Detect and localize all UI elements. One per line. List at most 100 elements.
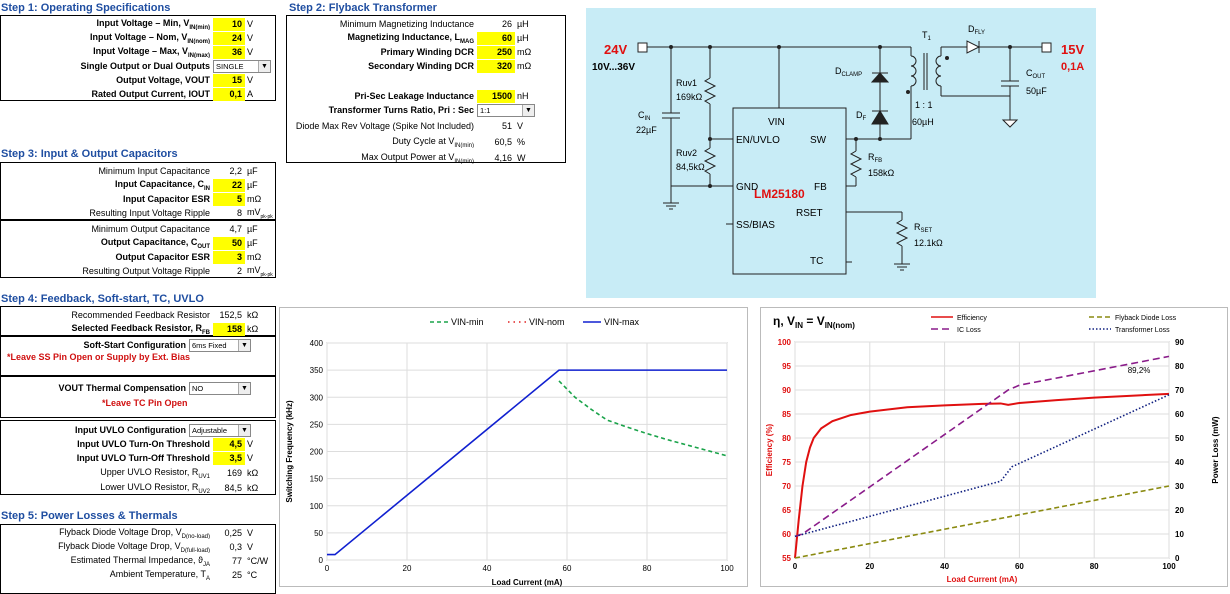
step1-label: Rated Output Current, IOUT xyxy=(91,89,211,99)
x-tick-label: 60 xyxy=(563,564,572,573)
rec-fb-value: 152,5 xyxy=(219,309,242,320)
step1-unit: V xyxy=(247,19,254,29)
step1-select[interactable]: SINGLE▼ xyxy=(213,59,271,73)
step1-value[interactable]: 24 xyxy=(213,31,245,45)
step3-label: Resulting Input Voltage Ripple xyxy=(89,208,210,218)
step2-label: Transformer Turns Ratio, Pri : Sec xyxy=(328,105,474,115)
ruv1-value: 169 xyxy=(226,467,242,478)
step5-label: Estimated Thermal Impedance, ϑJA xyxy=(70,554,210,568)
legend-label: Efficiency xyxy=(957,315,987,322)
tc-select[interactable]: NO▼ xyxy=(189,381,251,395)
uvlo-cfg-select[interactable]: Adjustable▼ xyxy=(189,423,251,437)
y2-tick-label: 60 xyxy=(1175,410,1184,419)
dclamp-label: DCLAMP xyxy=(835,66,862,78)
iout-label: 0,1A xyxy=(1061,61,1084,73)
y2-tick-label: 10 xyxy=(1175,530,1184,539)
step4-softstart-box: Soft-Start Configuration 6ms Fixed▼ *Lea… xyxy=(0,336,276,376)
step2-label: Max Output Power at VIN(min) xyxy=(361,151,474,165)
y-tick-label: 250 xyxy=(310,420,324,429)
ruv1-label: Ruv1 xyxy=(676,78,697,88)
step3-label: Output Capacitor ESR xyxy=(115,252,210,262)
step3-label: Minimum Input Capacitance xyxy=(98,166,210,176)
step1-label: Output Voltage, VOUT xyxy=(116,75,210,85)
step3-value[interactable]: 3 xyxy=(213,250,245,264)
step4-tc-box: VOUT Thermal Compensation NO▼ *Leave TC … xyxy=(0,376,276,418)
legend-label: Flyback Diode Loss xyxy=(1115,315,1177,322)
ruv1-label: Upper UVLO Resistor, RUV1 xyxy=(100,466,210,480)
step5-value: 77 xyxy=(231,555,242,566)
x-tick-label: 40 xyxy=(940,562,949,571)
sel-fb-unit: kΩ xyxy=(247,324,259,334)
step3-label: Input Capacitor ESR xyxy=(122,194,210,204)
step1-unit: V xyxy=(247,33,254,43)
uvlo-on-value[interactable]: 4,5 xyxy=(213,437,245,451)
step3-unit: mΩ xyxy=(247,194,262,204)
y2-tick-label: 70 xyxy=(1175,386,1184,395)
rset-label: RSET xyxy=(914,222,933,234)
step3-value: 2 xyxy=(236,265,242,276)
pin-tc: TC xyxy=(810,256,823,267)
step2-unit: % xyxy=(517,137,526,147)
step5-label: Ambient Temperature, TA xyxy=(109,568,210,582)
step2-label: Duty Cycle at VIN(min) xyxy=(392,135,474,149)
step1-value[interactable]: 15 xyxy=(213,73,245,87)
chevron-down-icon: ▼ xyxy=(238,382,250,394)
step2-value[interactable]: 320 xyxy=(477,59,515,73)
step1-unit: A xyxy=(247,89,254,99)
chevron-down-icon: ▼ xyxy=(258,60,270,72)
step3-value[interactable]: 5 xyxy=(213,192,245,206)
step3-unit: µF xyxy=(247,224,258,234)
pin-rset: RSET xyxy=(796,208,823,219)
vout-label: 15V xyxy=(1061,42,1084,57)
vin-terminal xyxy=(637,42,648,53)
step2-select[interactable]: 1:1▼ xyxy=(477,103,535,117)
step3-unit: mΩ xyxy=(247,252,262,262)
uvlo-off-value[interactable]: 3,5 xyxy=(213,451,245,465)
step2-label: Minimum Magnetizing Inductance xyxy=(339,19,474,29)
step2-row: Duty Cycle at VIN(min)60,5% xyxy=(287,135,565,149)
step1-unit: V xyxy=(247,47,254,57)
step3-header: Step 3: Input & Output Capacitors xyxy=(1,148,178,160)
step3-unit: µF xyxy=(247,180,258,190)
cin-label: CIN xyxy=(638,110,651,122)
rfb-label: RFB xyxy=(868,152,882,164)
step2-value[interactable]: 60 xyxy=(477,31,515,45)
step3-value[interactable]: 22 xyxy=(213,178,245,192)
y-tick-label: 400 xyxy=(310,339,324,348)
step1-value[interactable]: 36 xyxy=(213,45,245,59)
step1-value[interactable]: 10 xyxy=(213,17,245,31)
step1-unit: V xyxy=(247,75,254,85)
ss-label: Soft-Start Configuration xyxy=(83,340,187,350)
x-tick-label: 40 xyxy=(483,564,492,573)
ss-select[interactable]: 6ms Fixed▼ xyxy=(189,338,251,352)
y-axis-label: Switching Frequency (kHz) xyxy=(285,400,294,503)
step2-value[interactable]: 250 xyxy=(477,45,515,59)
step1-value[interactable]: 0,1 xyxy=(213,87,245,101)
step2-value[interactable]: 1500 xyxy=(477,89,515,103)
ruv2-value: 84,5 xyxy=(224,482,242,493)
y-tick-label: 55 xyxy=(782,554,791,563)
legend-label: VIN-max xyxy=(604,317,640,327)
step2-unit: µH xyxy=(517,19,529,29)
legend-label: Transformer Loss xyxy=(1115,327,1170,334)
uvlo-on-unit: V xyxy=(247,439,254,449)
tc-note: *Leave TC Pin Open xyxy=(102,398,188,408)
y-tick-label: 60 xyxy=(782,530,791,539)
step2-unit: mΩ xyxy=(517,61,532,71)
sel-fb-value[interactable]: 158 xyxy=(213,322,245,336)
step3-value[interactable]: 50 xyxy=(213,236,245,250)
step2-value: 51 xyxy=(501,120,512,131)
